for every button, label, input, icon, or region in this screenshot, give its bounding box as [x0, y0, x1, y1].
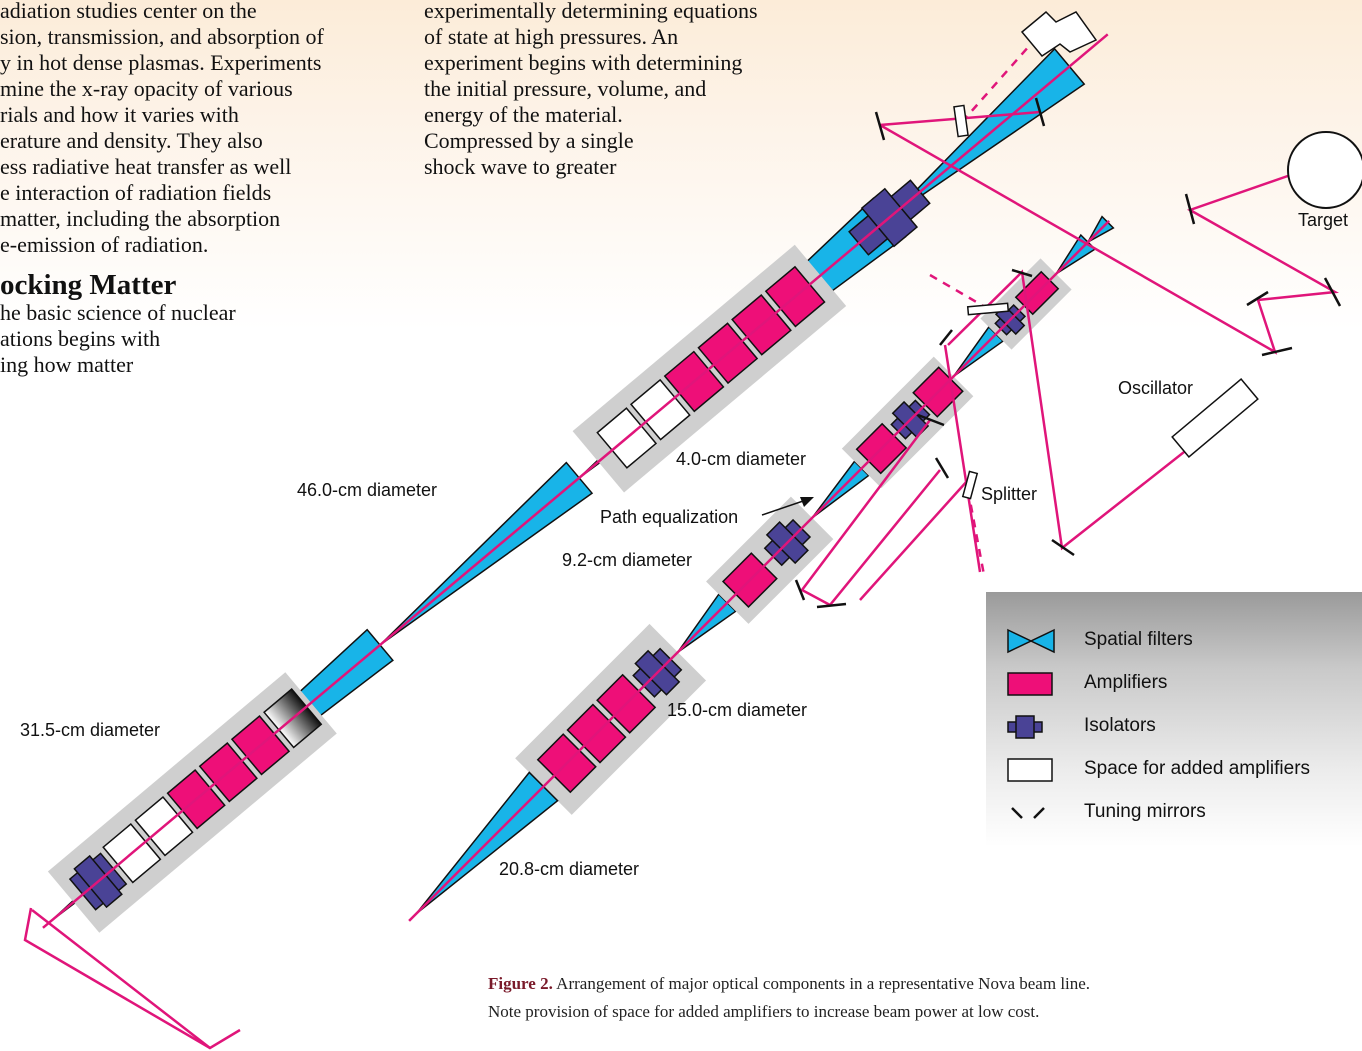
label-splitter: Splitter [981, 484, 1038, 504]
mirror-icon [794, 579, 806, 601]
legend: Spatial filters Amplifiers Isolators Spa… [986, 592, 1362, 847]
text-line: he basic science of nuclear [0, 300, 236, 325]
legend-label: Isolators [1084, 715, 1156, 736]
label-target: Target [1298, 210, 1349, 230]
mirror-icon [1011, 268, 1033, 278]
mirror-icon [1034, 97, 1046, 127]
mirror-icon [1011, 807, 1045, 819]
text-line: sion, transmission, and absorption of [0, 24, 324, 49]
mirror-icon [939, 329, 953, 346]
legend-item-amplifiers: Amplifiers [986, 669, 1362, 699]
figure-number: Figure 2. [488, 974, 553, 993]
figure-caption: Figure 2. Arrangement of major optical c… [488, 970, 1348, 1026]
main-amplifier-chain [42, 33, 1109, 933]
arrow-head [800, 497, 814, 507]
left-text-column: adiation studies center on the sion, tra… [0, 0, 390, 378]
legend-label: Amplifiers [1084, 672, 1168, 693]
legend-item-mirrors: Tuning mirrors [986, 798, 1362, 828]
mirror-icon [1246, 290, 1269, 307]
mirror-icon [874, 111, 886, 141]
mirror-icon [816, 602, 847, 609]
label-31cm: 31.5-cm diameter [20, 720, 161, 740]
text-line: ing how matter [0, 352, 134, 377]
beam-dashed [929, 27, 1046, 576]
text-line: the initial pressure, volume, and [424, 76, 707, 101]
text-line: of state at high pressures. An [424, 24, 679, 49]
label-oscillator: Oscillator [1118, 378, 1194, 398]
label-15cm: 15.0-cm diameter [667, 700, 808, 720]
mirror-icon [1184, 193, 1196, 225]
mirror-icon [1323, 277, 1342, 307]
text-line: experiment begins with determining [424, 50, 743, 75]
target-chamber [1287, 131, 1362, 209]
beam-splitter [953, 104, 969, 138]
legend-label: Space for added amplifiers [1084, 758, 1311, 779]
text-line: matter, including the absorption [0, 206, 281, 231]
text-line: y in hot dense plasmas. Experiments [0, 50, 322, 75]
amplifier-icon [1007, 672, 1053, 696]
section-heading: ocking Matter [0, 269, 177, 301]
label-20cm: 20.8-cm diameter [499, 859, 640, 879]
mirror-icon [934, 457, 950, 479]
label-path-equalization: Path equalization [600, 507, 739, 527]
oscillator-box [1171, 378, 1259, 458]
text-line: energy of the material. [424, 102, 623, 127]
label-9cm: 9.2-cm diameter [562, 550, 693, 570]
beam-line [42, 33, 1109, 929]
text-line: adiation studies center on the [0, 0, 257, 23]
text-line: shock wave to greater [424, 154, 617, 179]
text-line: ess radiative heat transfer as well [0, 154, 292, 179]
text-line: rials and how it varies with [0, 102, 239, 127]
caption-line-1: Figure 2. Arrangement of major optical c… [488, 970, 1348, 998]
middle-text-column: experimentally determining equations of … [424, 0, 844, 180]
beam-line [408, 219, 1111, 922]
beam-splitter [966, 302, 1010, 316]
legend-item-isolators: Isolators [986, 712, 1362, 742]
tuning-mirrors [794, 97, 1342, 609]
text-line: e interaction of radiation fields [0, 180, 272, 205]
beam-splitter [961, 470, 979, 500]
text-line: Compressed by a single [424, 128, 634, 153]
beam-routing [23, 110, 1340, 1050]
text-line: experimentally determining equations [424, 0, 758, 23]
mirror-icon [1051, 538, 1075, 557]
optical-component [1020, 10, 1098, 57]
text-line: erature and density. They also [0, 128, 263, 153]
mirror-icon [1261, 346, 1293, 357]
isolator-icon [1007, 715, 1043, 739]
caption-line-2: Note provision of space for added amplif… [488, 1002, 1040, 1021]
text-line: mine the x-ray opacity of various [0, 76, 293, 101]
label-46cm: 46.0-cm diameter [297, 480, 438, 500]
spatial-filter-icon [1007, 628, 1055, 654]
mirror-icon [917, 413, 945, 427]
text-line: ations begins with [0, 326, 161, 351]
label-4cm: 4.0-cm diameter [676, 449, 807, 469]
text-line: e-emission of radiation. [0, 232, 209, 257]
legend-label: Spatial filters [1084, 629, 1193, 650]
legend-item-space: Space for added amplifiers [986, 755, 1362, 785]
caption-text: Arrangement of major optical components … [556, 974, 1091, 993]
legend-label: Tuning mirrors [1084, 801, 1206, 822]
space-icon [1007, 758, 1053, 782]
legend-item-spatial-filters: Spatial filters [986, 626, 1362, 656]
